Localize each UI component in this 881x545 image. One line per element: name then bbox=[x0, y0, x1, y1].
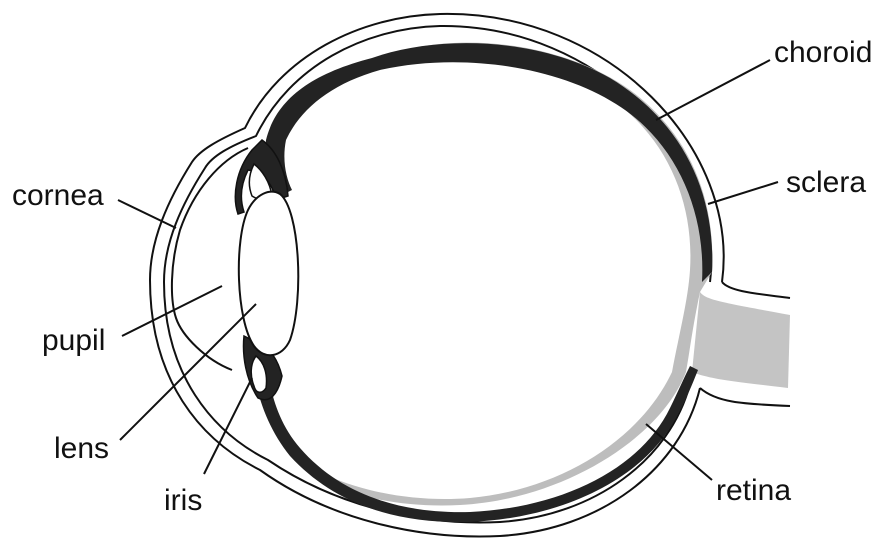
optic-nerve-sheath-top bbox=[722, 282, 790, 298]
label-pupil: pupil bbox=[42, 324, 105, 357]
leader-cornea bbox=[118, 200, 176, 228]
label-choroid: choroid bbox=[774, 36, 872, 69]
label-retina: retina bbox=[716, 474, 791, 507]
label-iris: iris bbox=[164, 484, 202, 517]
leader-choroid bbox=[656, 60, 770, 120]
label-lens: lens bbox=[54, 432, 109, 465]
leader-retina bbox=[646, 424, 712, 480]
optic-nerve bbox=[692, 292, 790, 388]
leader-iris bbox=[204, 378, 252, 474]
choroid-layer bbox=[266, 43, 713, 282]
label-sclera: sclera bbox=[786, 166, 866, 199]
lens-shape bbox=[239, 192, 298, 355]
leader-lens bbox=[120, 304, 256, 440]
optic-nerve-sheath-bottom bbox=[700, 388, 790, 406]
label-cornea: cornea bbox=[12, 179, 104, 212]
leader-sclera bbox=[708, 182, 778, 204]
